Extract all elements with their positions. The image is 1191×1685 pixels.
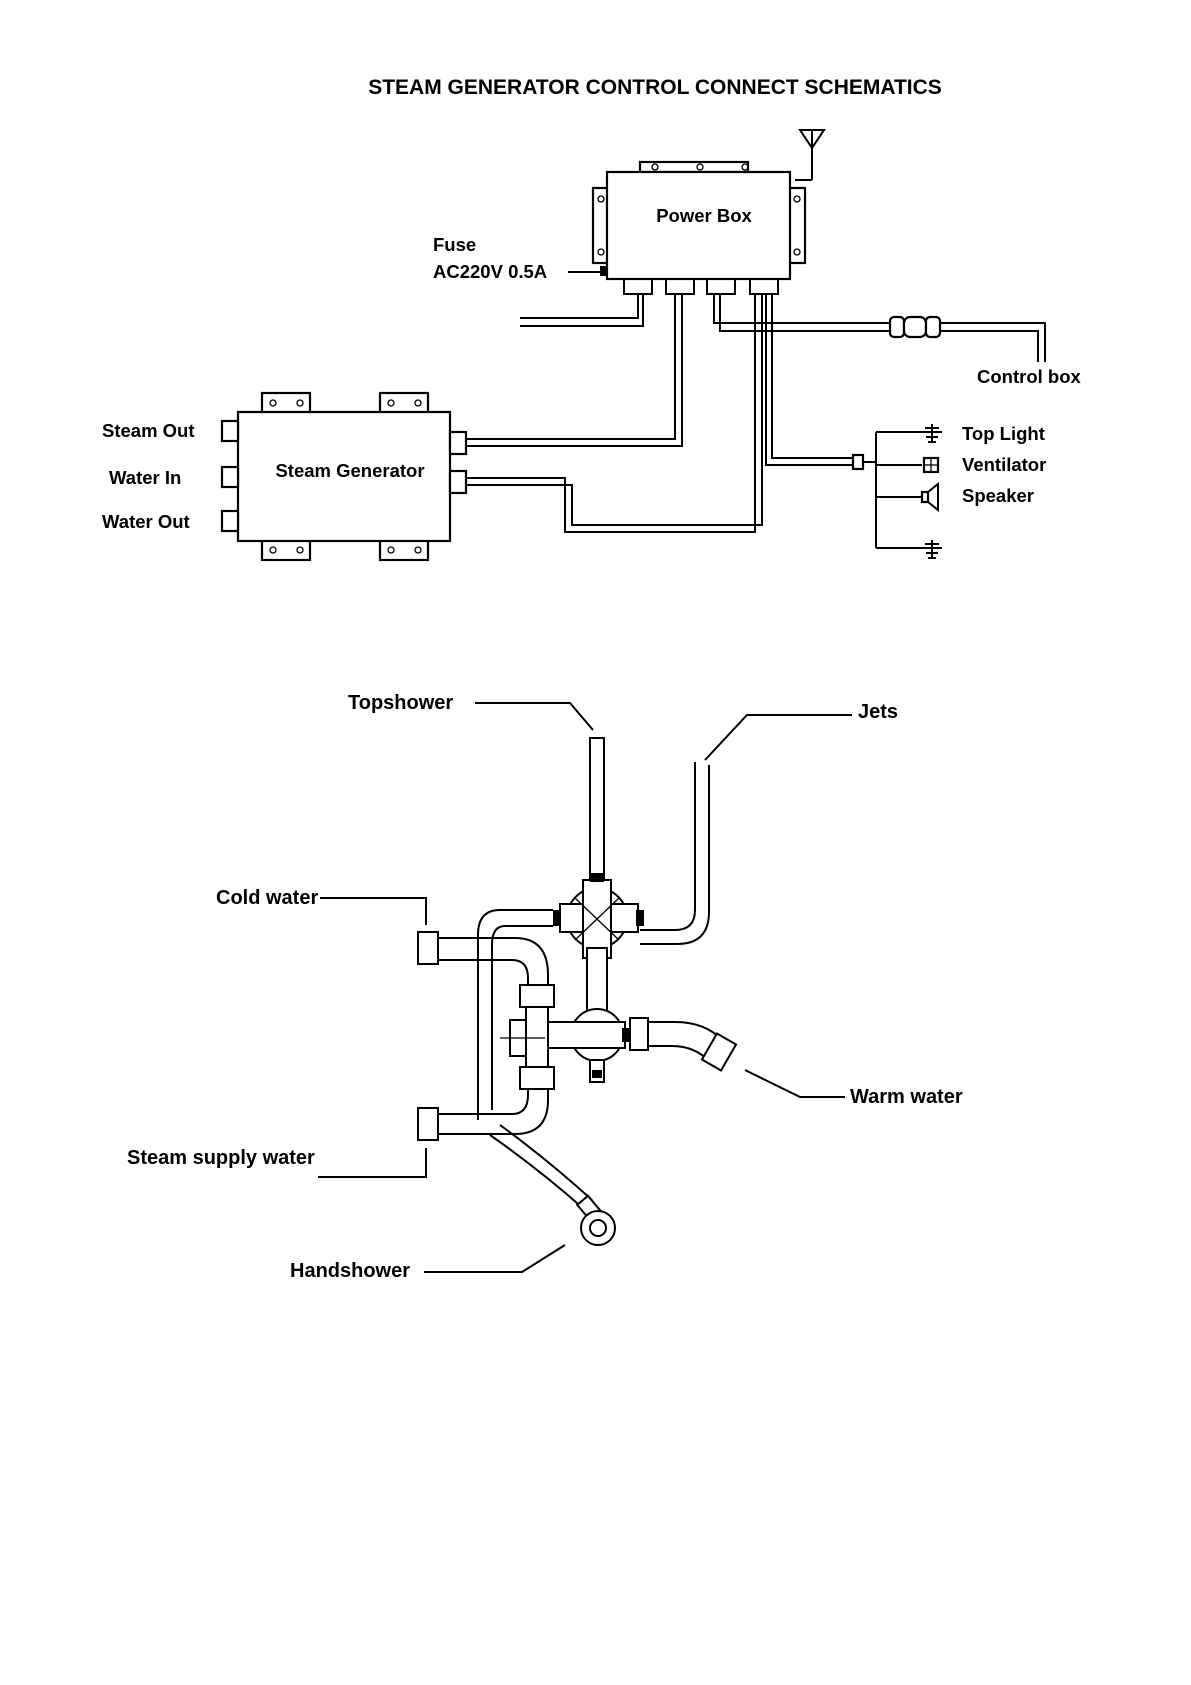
antenna-icon	[795, 130, 824, 180]
connector-icon	[890, 317, 940, 337]
steam-supply-water-label: Steam supply water	[127, 1147, 315, 1169]
fuse-rating-label: AC220V 0.5A	[433, 261, 547, 282]
control-box-label: Control box	[977, 366, 1082, 387]
fuse-label: Fuse	[433, 234, 476, 255]
jets-label: Jets	[858, 701, 898, 723]
warm-water-label: Warm water	[850, 1086, 963, 1108]
jets-leader	[705, 715, 852, 760]
steam-generator-label: Steam Generator	[275, 460, 424, 481]
loads-wire	[766, 294, 853, 465]
plumbing-assembly	[418, 738, 736, 1245]
topshower-label: Topshower	[348, 692, 453, 714]
steam-out-label: Steam Out	[102, 420, 195, 441]
speaker-label: Speaker	[962, 485, 1034, 506]
cold-water-leader	[320, 898, 426, 925]
diagram-title: STEAM GENERATOR CONTROL CONNECT SCHEMATI…	[368, 76, 942, 99]
generator-wire-lower	[466, 294, 755, 532]
handshower-leader	[424, 1245, 565, 1272]
top-light-label: Top Light	[962, 423, 1045, 444]
water-out-label: Water Out	[102, 511, 190, 532]
speaker-icon	[922, 484, 938, 510]
warm-water-leader	[745, 1070, 845, 1097]
ventilator-label: Ventilator	[962, 454, 1046, 475]
mains-wire	[520, 294, 638, 318]
steam-supply-leader	[318, 1148, 426, 1177]
light-icon	[922, 540, 942, 558]
power-box-label: Power Box	[656, 205, 752, 226]
top-light-icon	[922, 424, 942, 442]
topshower-leader	[475, 703, 593, 730]
control-box-wire	[714, 294, 890, 323]
power-box	[593, 162, 805, 294]
cold-water-label: Cold water	[216, 887, 318, 909]
water-in-label: Water In	[109, 467, 181, 488]
ventilator-icon	[924, 458, 938, 472]
junction-box	[853, 455, 863, 469]
handshower-label: Handshower	[290, 1260, 410, 1282]
